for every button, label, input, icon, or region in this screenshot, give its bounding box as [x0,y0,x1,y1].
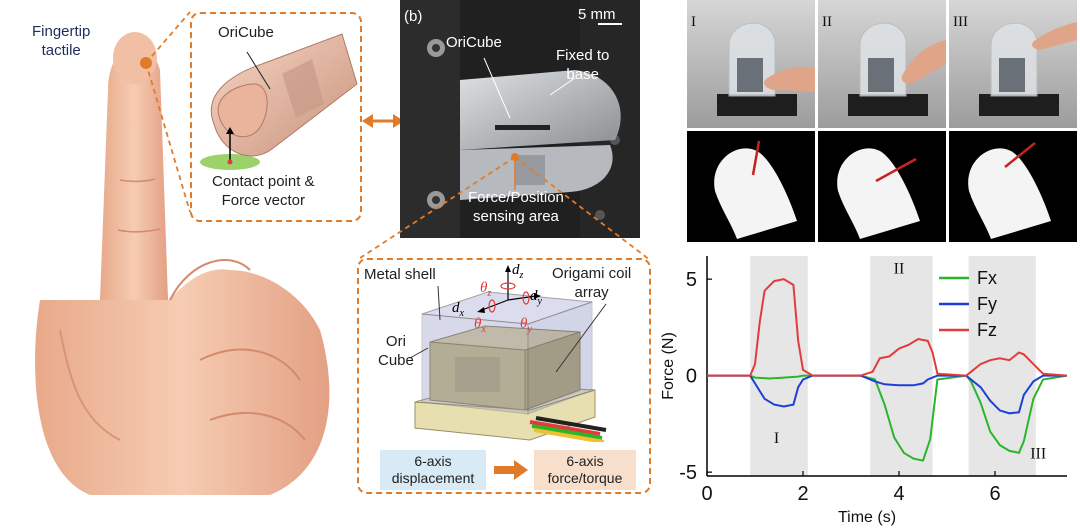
metal-shell-label: Metal shell [364,266,436,283]
x-axis-label: Time (s) [838,509,896,526]
right-arrow-icon [494,460,528,480]
annotation-II: II [894,260,905,277]
double-arrow-icon [362,114,404,128]
y-tick-label: -5 [679,462,697,484]
fixed-to-base-label: Fixed to base [556,47,610,83]
hand-illustration [35,11,330,495]
trial-label-2: II [822,14,832,30]
trial-label-3: III [953,14,968,30]
theta-z-label: θz [480,280,492,299]
x-tick-label: 6 [989,483,1000,505]
shaded-region-1 [750,256,808,476]
sensing-area-label: Force/Position sensing area [468,189,564,225]
x-tick-label: 4 [893,483,904,505]
legend-label-fy: Fy [977,294,997,314]
y-axis-label: Force (N) [660,332,677,400]
contact-point-label: Contact point & Force vector [212,173,315,209]
oricube-photo [400,0,640,238]
x-tick-label: 0 [701,483,712,505]
force-torque-label: 6-axis force/torque [547,453,623,486]
annotation-III: III [1030,446,1046,463]
trial-label-1: I [691,14,696,30]
trial-photo-art [714,22,1077,239]
displacement-box: 6-axis displacement [380,450,486,490]
axis-dz-label: dz [512,262,524,281]
y-tick-label: 0 [686,366,697,388]
fingertip-label: Fingertip tactile [32,23,91,59]
series-line-fy [707,374,1067,415]
y-tick-label: 5 [686,269,697,291]
displacement-label: 6-axis displacement [391,453,475,486]
theta-x-label: θx [474,316,486,335]
oricube-fingertip-render [200,33,358,170]
x-tick-label: 2 [797,483,808,505]
scale-bar-label: 5 mm [578,6,616,23]
oricube-schematic [409,265,607,442]
cube-schematic-box [357,258,651,494]
cube-leader-lines [356,156,651,261]
oricube-label-zoom: OriCube [218,24,274,41]
series-line-fx [707,374,1068,462]
force-torque-box: 6-axis force/torque [534,450,636,490]
axis-dy-label: dy [530,288,542,307]
annotation-I: I [774,430,779,447]
shaded-region-2 [870,256,933,476]
legend-label-fx: Fx [977,268,997,288]
oricube-photo-art [400,0,640,238]
theta-y-label: θy [520,316,532,335]
panel-tag-b: (b) [404,8,423,25]
series-line-fz [707,278,1068,377]
axis-dx-label: dx [452,300,464,319]
legend-label-fz: Fz [977,320,997,340]
origami-coil-label: Origami coil array [552,265,632,301]
oricube-label-photo: OriCube [446,34,502,51]
fingertip-zoom-box [190,12,362,222]
ori-cube-label: Ori Cube [378,333,414,369]
